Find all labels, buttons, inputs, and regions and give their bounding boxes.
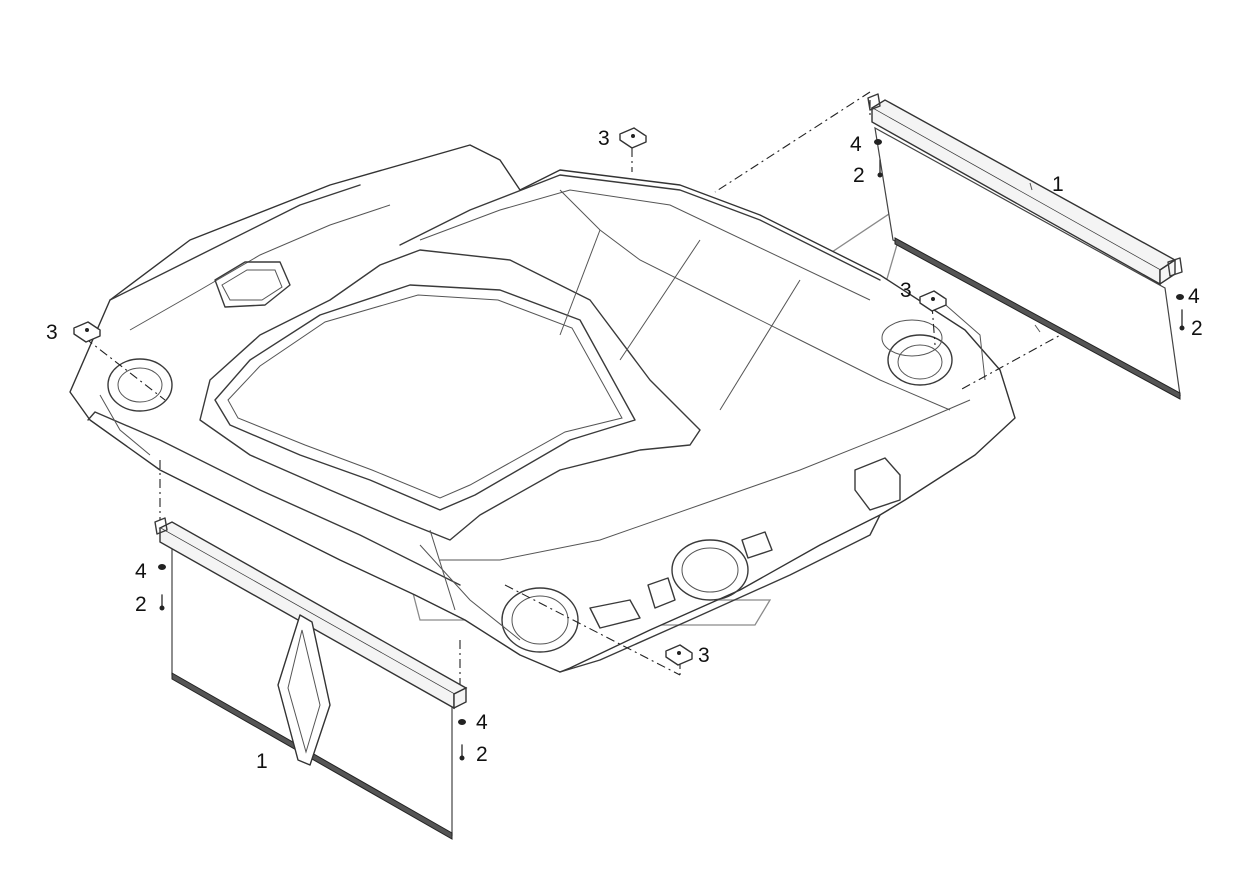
- callout-right-shade-lower-4: 4: [1188, 285, 1200, 308]
- right-sun-shade: [867, 93, 1183, 400]
- callout-right-shade-upper-2: 2: [853, 164, 865, 187]
- clip-right: [919, 290, 947, 312]
- callout-right-shade-upper-4: 4: [850, 133, 862, 156]
- callout-right-shade-1: 1: [1052, 173, 1064, 196]
- clip-top: [619, 127, 647, 149]
- clip-left: [73, 321, 101, 343]
- callout-clip-bottom-3: 3: [698, 644, 710, 667]
- callout-clip-left-3: 3: [46, 321, 58, 344]
- callout-left-shade-lower-2: 2: [476, 743, 488, 766]
- callout-labels: 1 4 2 4 2 1 4 2 4 2 3 3 3 3: [46, 127, 1203, 773]
- callout-clip-right-3: 3: [900, 279, 912, 302]
- callout-left-shade-upper-4: 4: [135, 560, 147, 583]
- callout-left-shade-1: 1: [256, 750, 268, 773]
- callout-right-shade-lower-2: 2: [1191, 317, 1203, 340]
- right-shade-lower-fasteners: [1176, 294, 1185, 331]
- right-shade-upper-fasteners: [874, 139, 883, 178]
- headliner-panel: [69, 144, 1016, 673]
- left-shade-lower-fasteners: [458, 719, 466, 761]
- callout-left-shade-lower-4: 4: [476, 711, 488, 734]
- left-sun-shade: [154, 517, 468, 840]
- clip-bottom: [665, 644, 693, 666]
- callout-clip-top-3: 3: [598, 127, 610, 150]
- callout-left-shade-upper-2: 2: [135, 593, 147, 616]
- left-shade-upper-fasteners: [158, 564, 166, 611]
